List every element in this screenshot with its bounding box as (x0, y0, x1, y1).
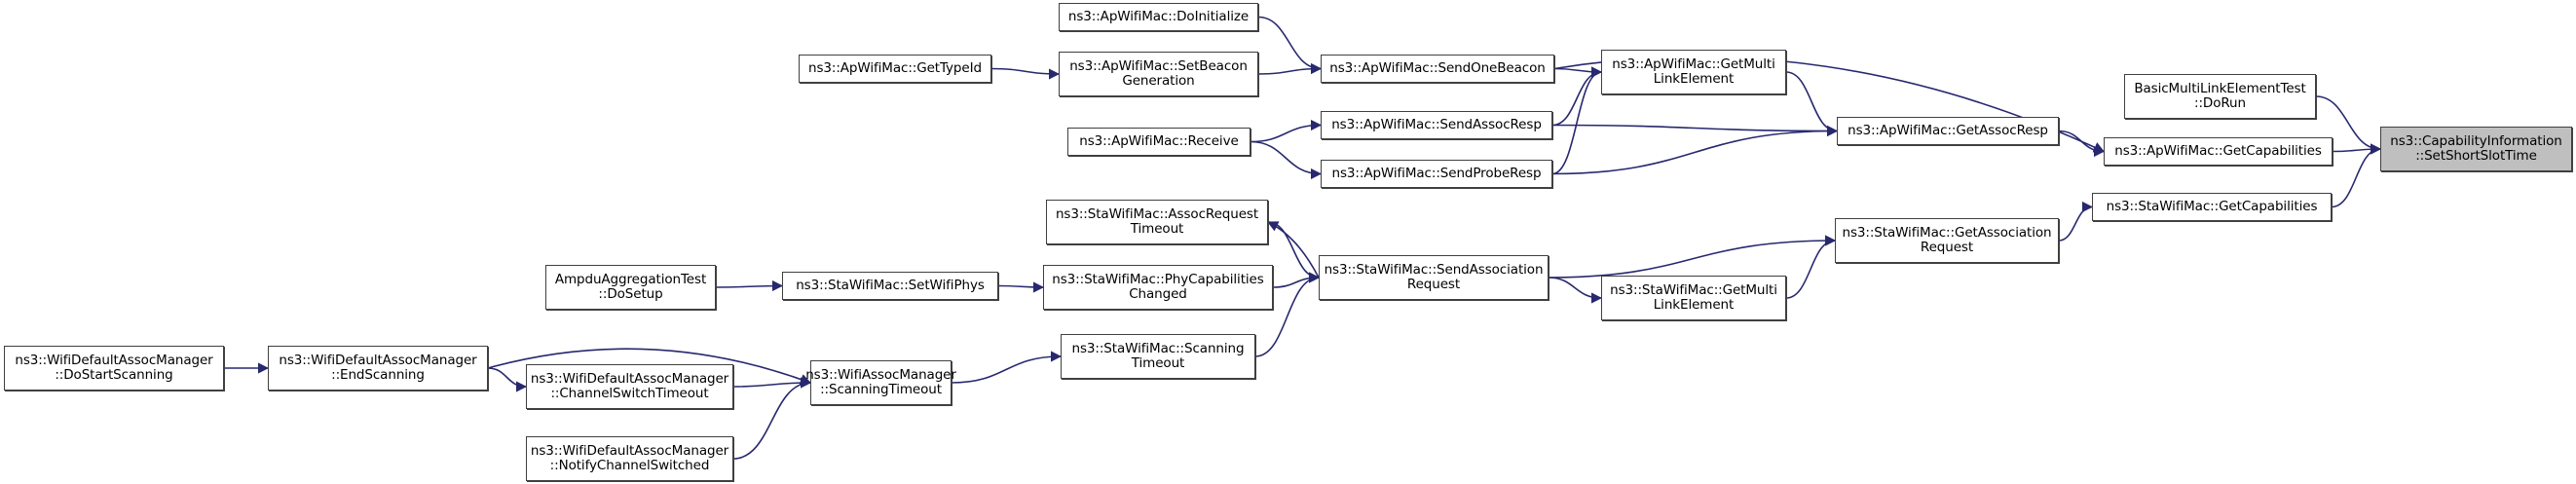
graph-node[interactable]: ns3::ApWifiMac::DoInitialize (1059, 3, 1258, 31)
graph-edge (1272, 272, 1321, 288)
graph-edge (1267, 221, 1321, 283)
graph-edge (1548, 235, 1837, 279)
graph-edge (2332, 143, 2382, 155)
graph-node[interactable]: ns3::ApWifiMac::SendOneBeacon (1321, 55, 1554, 83)
graph-edge (1250, 140, 1323, 180)
graph-node[interactable]: ns3::ApWifiMac::GetMulti LinkElement (1601, 50, 1786, 94)
graph-node[interactable]: BasicMultiLinkElementTest ::DoRun (2124, 74, 2316, 119)
graph-node[interactable]: ns3::WifiDefaultAssocManager ::ChannelSw… (526, 364, 733, 409)
graph-node[interactable]: ns3::ApWifiMac::SendAssocResp (1321, 111, 1552, 139)
graph-node[interactable]: ns3::StaWifiMac::GetCapabilities (2092, 193, 2332, 221)
graph-node[interactable]: AmpduAggregationTest ::DoSetup (545, 265, 716, 310)
graph-edge (1551, 125, 1839, 175)
graph-edge (1266, 221, 1320, 279)
graph-edge (990, 67, 1061, 80)
graph-edge (1785, 235, 1837, 299)
graph-node[interactable]: ns3::CapabilityInformation ::SetShortSlo… (2380, 127, 2572, 171)
graph-node[interactable]: ns3::StaWifiMac::PhyCapabilities Changed (1043, 265, 1273, 310)
graph-node[interactable]: ns3::StaWifiMac::Scanning Timeout (1061, 334, 1255, 379)
graph-edge (1551, 124, 1839, 137)
graph-node[interactable]: ns3::StaWifiMac::GetMulti LinkElement (1601, 276, 1786, 320)
graph-edge (2331, 143, 2382, 208)
graph-node[interactable]: ns3::ApWifiMac::Receive (1067, 128, 1251, 156)
graph-edge (1257, 62, 1323, 75)
graph-node[interactable]: ns3::ApWifiMac::GetTypeId (799, 55, 991, 83)
graph-edge (1551, 66, 1603, 175)
graph-node[interactable]: ns3::WifiDefaultAssocManager ::DoStartSc… (4, 346, 224, 391)
graph-node[interactable]: ns3::ApWifiMac::GetAssocResp (1837, 117, 2059, 145)
graph-node[interactable]: ns3::WifiDefaultAssocManager ::EndScanni… (268, 346, 488, 391)
graph-edge (732, 377, 812, 460)
graph-edge (1551, 66, 1603, 127)
graph-edge (2058, 201, 2094, 242)
graph-node[interactable]: ns3::WifiAssocManager ::ScanningTimeout (805, 360, 956, 405)
graph-node[interactable]: ns3::ApWifiMac::GetCapabilities (2104, 137, 2333, 166)
graph-edge (997, 281, 1045, 293)
graph-node[interactable]: ns3::WifiDefaultAssocManager ::NotifyCha… (526, 436, 733, 481)
graph-node[interactable]: ns3::ApWifiMac::SendProbeResp (1321, 160, 1552, 188)
graph-node[interactable]: ns3::ApWifiMac::SetBeacon Generation (1059, 52, 1258, 96)
graph-edge (1250, 119, 1323, 143)
graph-node[interactable]: ns3::StaWifiMac::SendAssociation Request (1319, 255, 1549, 300)
graph-node[interactable]: ns3::StaWifiMac::GetAssociation Request (1835, 218, 2059, 263)
graph-edge (487, 367, 528, 392)
graph-edge (1785, 71, 1839, 137)
graph-edge (732, 377, 812, 389)
graph-edge (2058, 130, 2106, 158)
graph-edge (1553, 66, 1603, 78)
graph-edge (951, 351, 1063, 384)
graph-node[interactable]: ns3::StaWifiMac::SetWifiPhys (782, 272, 998, 300)
graph-node[interactable]: ns3::StaWifiMac::AssocRequest Timeout (1046, 200, 1268, 244)
graph-edge (715, 279, 784, 292)
graph-edge (1548, 277, 1603, 304)
graph-edge (1257, 16, 1323, 75)
